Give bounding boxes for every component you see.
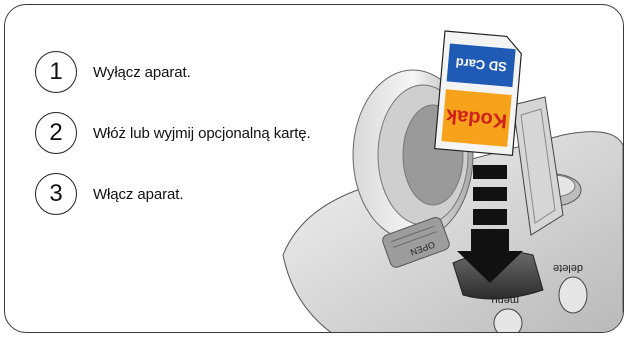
step-number-2: 2	[35, 112, 77, 154]
step-text-3: Włącz aparat.	[93, 186, 183, 203]
step-text-1: Wyłącz aparat.	[93, 64, 191, 81]
camera-card-illustration: OPEN SD Card Kodak delete m	[263, 5, 623, 333]
step-1: 1 Wyłącz aparat.	[35, 51, 191, 93]
step-number-1: 1	[35, 51, 77, 93]
sd-card: SD Card Kodak	[435, 31, 523, 155]
instruction-panel: 1 Wyłącz aparat. 2 Włóż lub wyjmij opcjo…	[4, 4, 624, 333]
insertion-path	[473, 165, 507, 225]
step-number-3: 3	[35, 173, 77, 215]
step-3: 3 Włącz aparat.	[35, 173, 183, 215]
menu-label: menu	[491, 294, 519, 306]
delete-label: delete	[553, 262, 583, 274]
